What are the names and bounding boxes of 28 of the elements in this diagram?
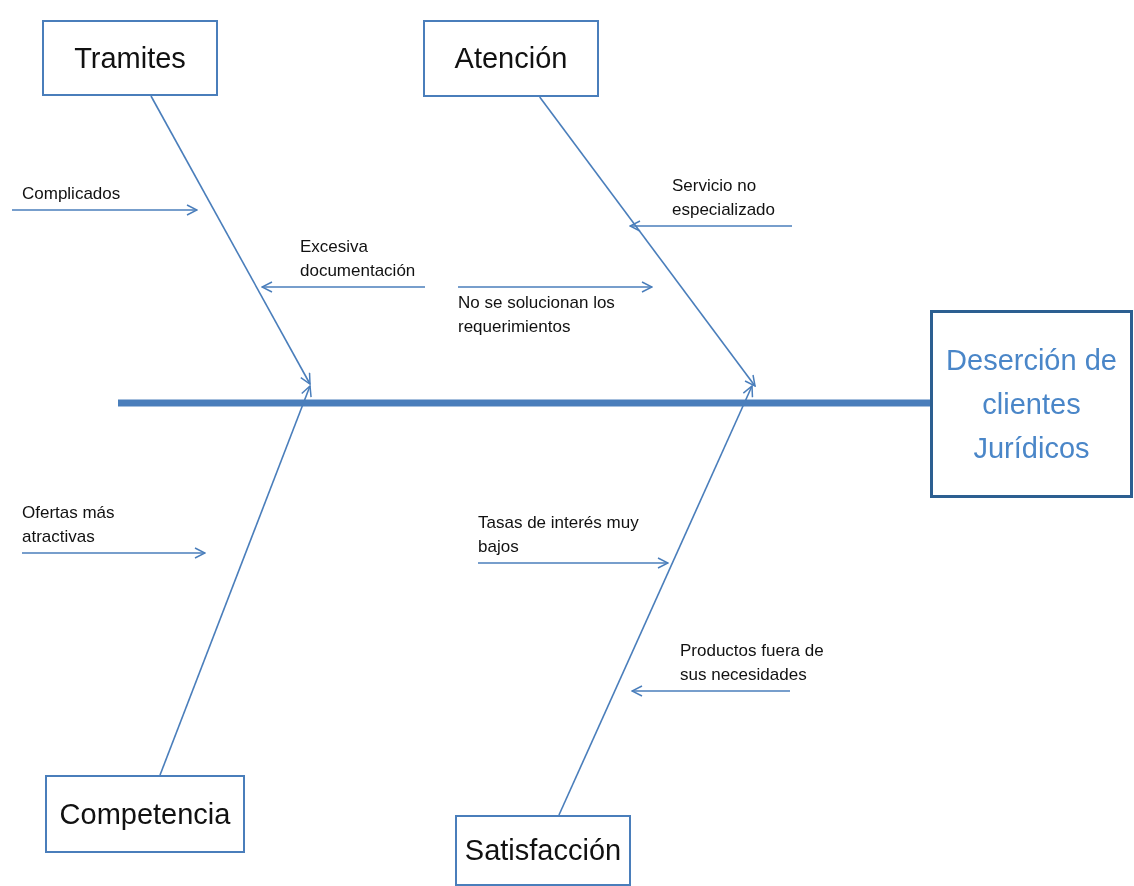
category-label: Satisfacción	[464, 834, 622, 867]
cause-label: Excesiva documentación	[300, 235, 425, 283]
cause-arrow	[631, 685, 791, 697]
effect-text: Deserción de clientes Jurídicos	[945, 343, 1118, 466]
cause-arrow	[261, 281, 426, 293]
cause-arrow	[21, 547, 206, 559]
cause-label: Servicio no especializado	[672, 174, 792, 222]
bone-arrow	[558, 385, 754, 816]
cause-arrow	[629, 220, 793, 232]
category-box	[455, 815, 631, 886]
category-box	[42, 20, 218, 96]
bone-arrow	[150, 95, 311, 385]
cause-label: No se solucionan los requerimientos	[458, 291, 638, 339]
bone-arrow	[538, 96, 756, 387]
category-box	[423, 20, 599, 97]
cause-label: Complicados	[22, 182, 121, 206]
cause-arrow	[477, 557, 669, 569]
bone-arrow	[159, 385, 312, 776]
category-box	[45, 775, 245, 853]
cause-arrow	[457, 281, 653, 293]
effect-box	[930, 310, 1133, 498]
cause-label: Productos fuera de sus necesidades	[680, 639, 840, 687]
category-label: Tramites	[74, 41, 186, 75]
category-label: Competencia	[59, 797, 231, 831]
category-label: Atención	[454, 42, 568, 75]
cause-arrow	[11, 204, 198, 216]
cause-label: Ofertas más atractivas	[22, 501, 127, 549]
cause-label: Tasas de interés muy bajos	[478, 511, 658, 559]
